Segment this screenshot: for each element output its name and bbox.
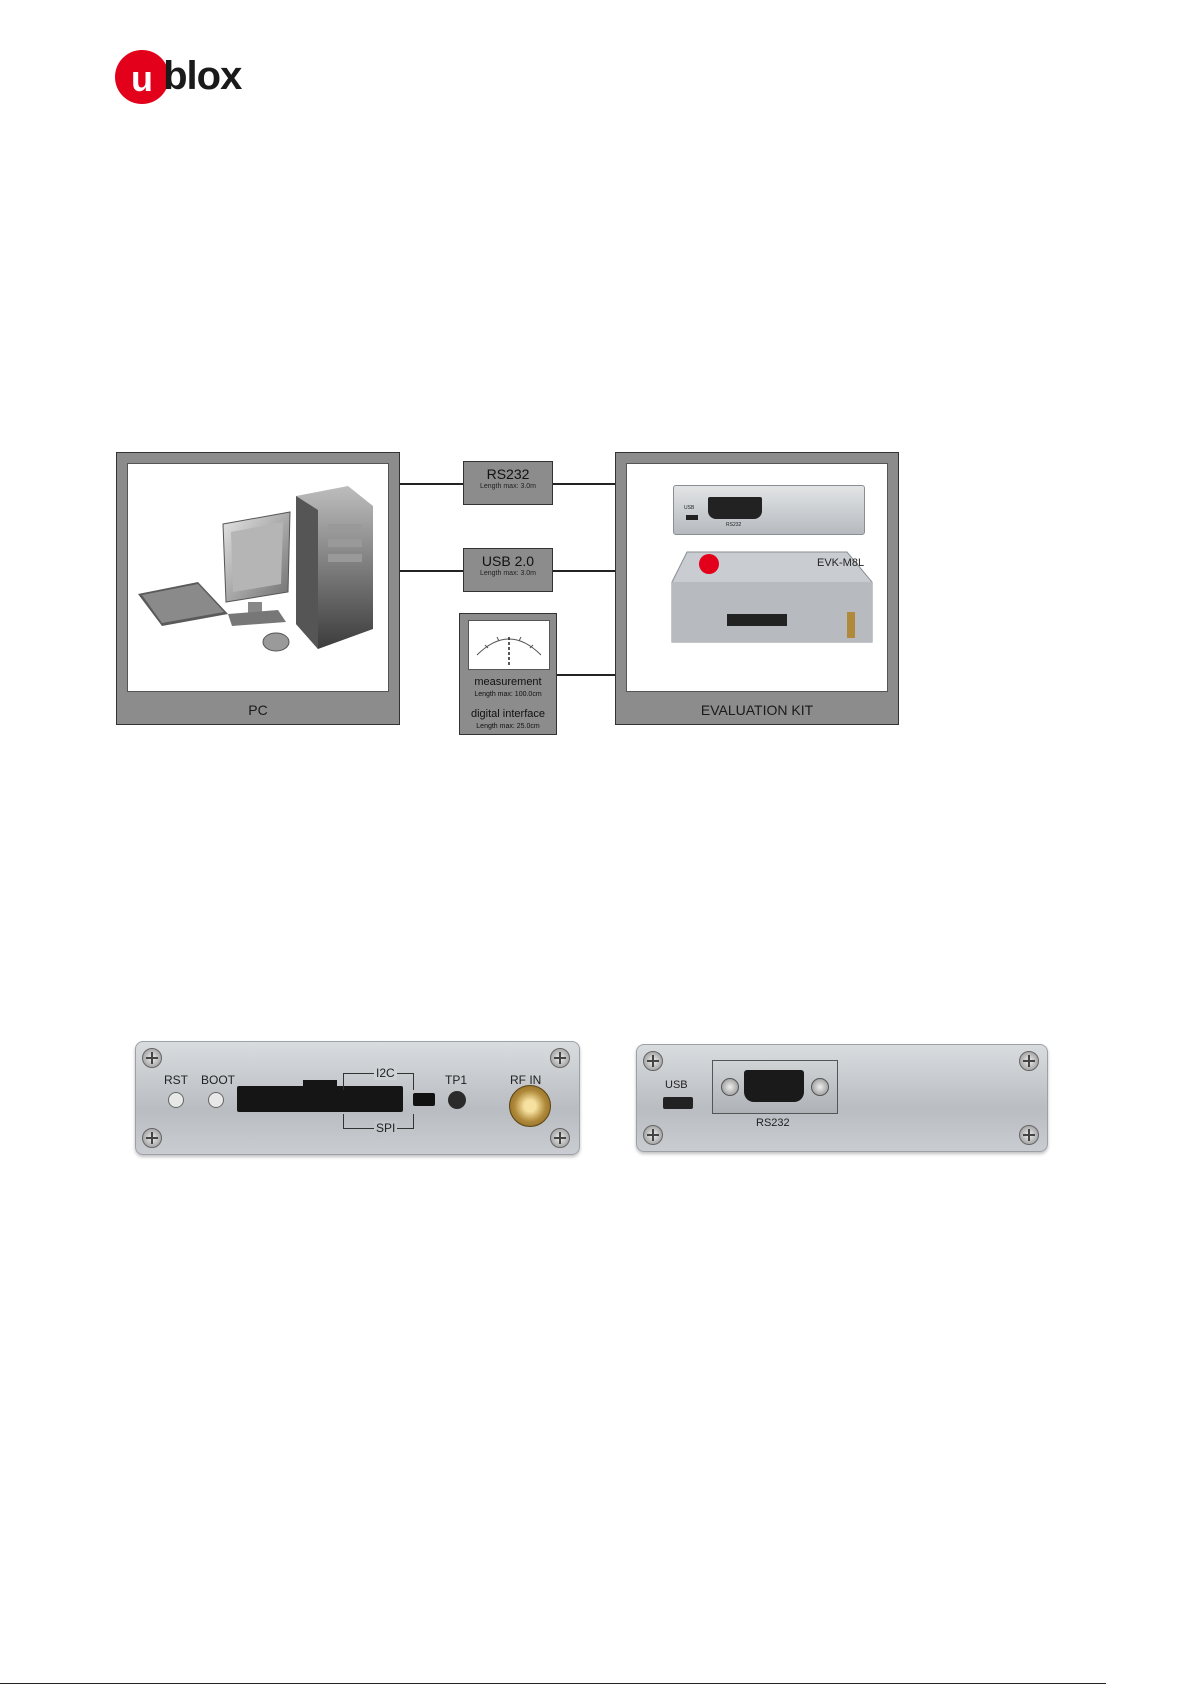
screw-icon (142, 1048, 162, 1068)
measurement-title: measurement (460, 676, 556, 688)
digital-interface-length: Length max: 25.0cm (460, 723, 556, 730)
evk-rear-panel-photo: USB RS232 (636, 1044, 1048, 1152)
rst-label: RST (164, 1073, 188, 1087)
ublox-logo: u blox (115, 50, 265, 106)
rs232-title: RS232 (464, 466, 552, 482)
evaluation-kit-label: EVALUATION KIT (616, 702, 898, 718)
screw-icon (550, 1048, 570, 1068)
tp1-testpoint-icon (448, 1091, 466, 1109)
evaluation-kit-panel: USB RS232 EVK-M8L EVALUATION KIT (615, 452, 899, 725)
interface-switch (413, 1093, 435, 1106)
measurement-length: Length max: 100.0cm (460, 691, 556, 698)
logo-wordmark: blox (153, 54, 241, 99)
i2c-label: I2C (374, 1066, 397, 1080)
boot-led-icon (208, 1092, 224, 1108)
rs232-length: Length max: 3.0m (464, 483, 552, 490)
pc-illustration (128, 464, 388, 691)
kit-rs232-label: RS232 (726, 522, 741, 528)
rst-led-icon (168, 1092, 184, 1108)
kit-model-label: EVK-M8L (817, 557, 864, 569)
screw-icon (550, 1128, 570, 1148)
rs232-db9-plate (712, 1060, 838, 1114)
digital-interface-title: digital interface (460, 708, 556, 720)
screw-icon (1019, 1125, 1039, 1145)
screw-icon (643, 1051, 663, 1071)
rs232-connection-box: RS232 Length max: 3.0m (463, 461, 553, 505)
measurement-box: measurement Length max: 100.0cm digital … (459, 613, 557, 735)
pc-label: PC (117, 702, 399, 718)
screw-icon (1019, 1051, 1039, 1071)
usb-length: Length max: 3.0m (464, 570, 552, 577)
screw-icon (721, 1078, 739, 1096)
kit-image-area: USB RS232 EVK-M8L (626, 463, 888, 692)
kit-db9-icon (708, 497, 762, 519)
pc-image-area (127, 463, 389, 692)
usb-port-icon (663, 1097, 693, 1109)
usb-title: USB 2.0 (464, 553, 552, 569)
rf-sma-connector-icon (509, 1085, 551, 1127)
screw-icon (811, 1078, 829, 1096)
evk-front-panel-photo: RST BOOT I2C SPI TP1 RF IN (135, 1041, 580, 1155)
gauge-meter-icon (468, 620, 550, 670)
logo-letter-u: u (131, 58, 153, 100)
db9-connector-icon (744, 1070, 804, 1102)
tp1-label: TP1 (445, 1073, 467, 1087)
screw-icon (643, 1125, 663, 1145)
pc-panel: PC (116, 452, 400, 725)
kit-usb-label: USB (684, 505, 694, 511)
evk-connection-diagram: PC RS232 Length max: 3.0m USB 2.0 Length… (116, 450, 901, 736)
spi-label: SPI (374, 1121, 397, 1135)
kit-rear-face: USB RS232 (673, 485, 865, 535)
usb-connection-box: USB 2.0 Length max: 3.0m (463, 548, 553, 592)
footer-rule (0, 1683, 1106, 1684)
kit-usb-port-icon (686, 515, 698, 520)
usb-label: USB (665, 1079, 688, 1091)
boot-label: BOOT (201, 1073, 235, 1087)
screw-icon (142, 1128, 162, 1148)
rs232-label: RS232 (756, 1117, 790, 1129)
